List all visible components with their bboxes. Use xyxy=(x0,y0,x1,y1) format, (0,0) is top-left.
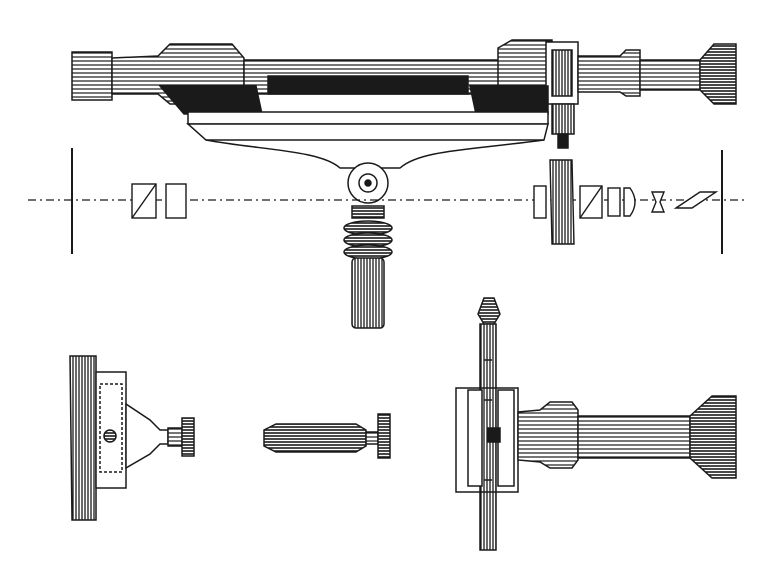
detail-eyepiece-cup xyxy=(689,395,737,479)
eyepiece-cup xyxy=(699,43,737,105)
column-stem xyxy=(351,257,385,329)
eyepiece-tube xyxy=(577,49,641,97)
analyzer-end-plate xyxy=(69,355,195,521)
polarizer-tube xyxy=(263,413,391,459)
maker-inscription: JULES DUBOSCQ xyxy=(306,79,428,92)
left-end-cap xyxy=(71,51,113,101)
polarizer-prisms xyxy=(131,183,187,219)
analyzer-optics xyxy=(533,159,719,245)
optical-axis xyxy=(28,148,744,254)
eyepiece-with-scale xyxy=(455,297,737,551)
stand-bracket xyxy=(186,111,549,329)
polarimeter-assembly: JULES DUBOSCQ xyxy=(71,39,737,115)
threaded-column xyxy=(343,220,393,260)
